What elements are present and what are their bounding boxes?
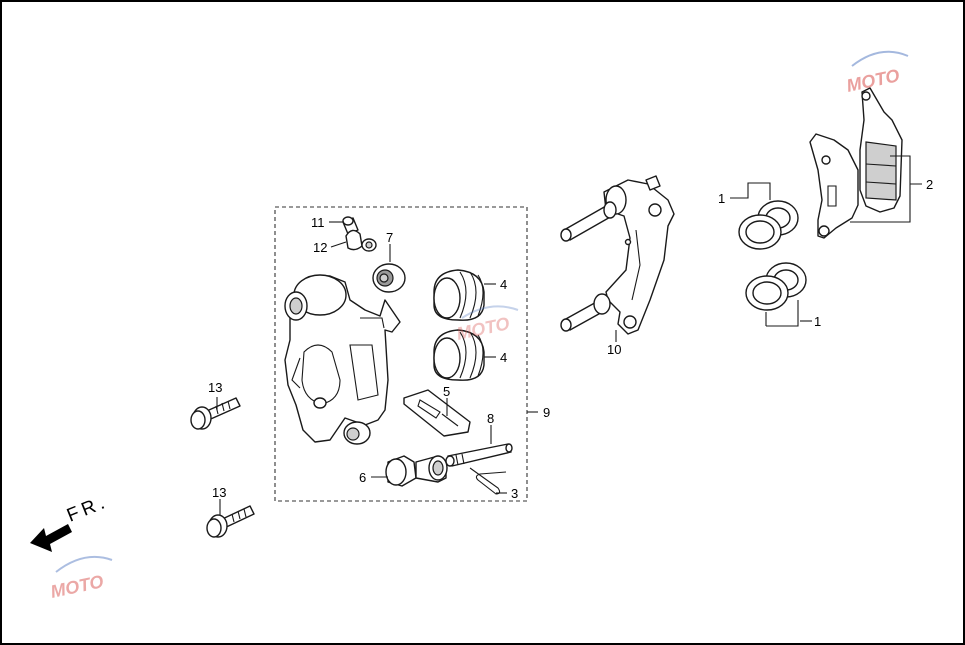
- piston-seal-lower: [433, 329, 485, 381]
- caliper-body: [284, 274, 401, 445]
- callout-4-lower: 4: [500, 350, 507, 365]
- slide-pin-bolt: [385, 455, 448, 487]
- callout-3: 3: [511, 486, 518, 501]
- svg-text:MOTO: MOTO: [49, 571, 106, 602]
- callout-4-upper: 4: [500, 277, 507, 292]
- r-clip: [469, 467, 507, 495]
- watermark-logo-top-right: MOTO: [845, 50, 909, 96]
- pin-boot-lower: [745, 262, 807, 311]
- callout-2: 2: [926, 177, 933, 192]
- callout-12: 12: [313, 240, 327, 255]
- front-direction-arrow-icon: [30, 524, 72, 552]
- bleeder-screw: [342, 216, 377, 252]
- caliper-boot: [372, 263, 406, 293]
- piston-seal-upper: [433, 269, 485, 321]
- flange-bolt-lower: [206, 505, 255, 538]
- callout-5: 5: [443, 384, 450, 399]
- pin-boot-upper: [738, 200, 799, 250]
- pad-spring: [403, 389, 471, 437]
- callout-1-upper: 1: [718, 191, 725, 206]
- callout-10: 10: [607, 342, 621, 357]
- leader-lines: [216, 155, 922, 515]
- callout-11: 11: [311, 215, 325, 230]
- caliper-bracket: [560, 175, 675, 335]
- callout-6: 6: [359, 470, 366, 485]
- callout-1-lower: 1: [814, 314, 821, 329]
- callout-7: 7: [386, 230, 393, 245]
- callout-8: 8: [487, 411, 494, 426]
- svg-text:MOTO: MOTO: [845, 65, 902, 96]
- brake-pad-outer: [859, 87, 903, 213]
- watermark-logo-bottom-left: MOTO: [49, 556, 113, 602]
- callout-9: 9: [543, 405, 550, 420]
- flange-bolt-upper: [190, 397, 241, 430]
- brake-pad-inner: [809, 133, 859, 239]
- callout-13-upper: 13: [208, 380, 222, 395]
- callout-13-lower: 13: [212, 485, 226, 500]
- caliper-assembly-box: [274, 206, 528, 502]
- direction-label: FR.: [64, 491, 111, 526]
- pad-pin: [445, 443, 513, 467]
